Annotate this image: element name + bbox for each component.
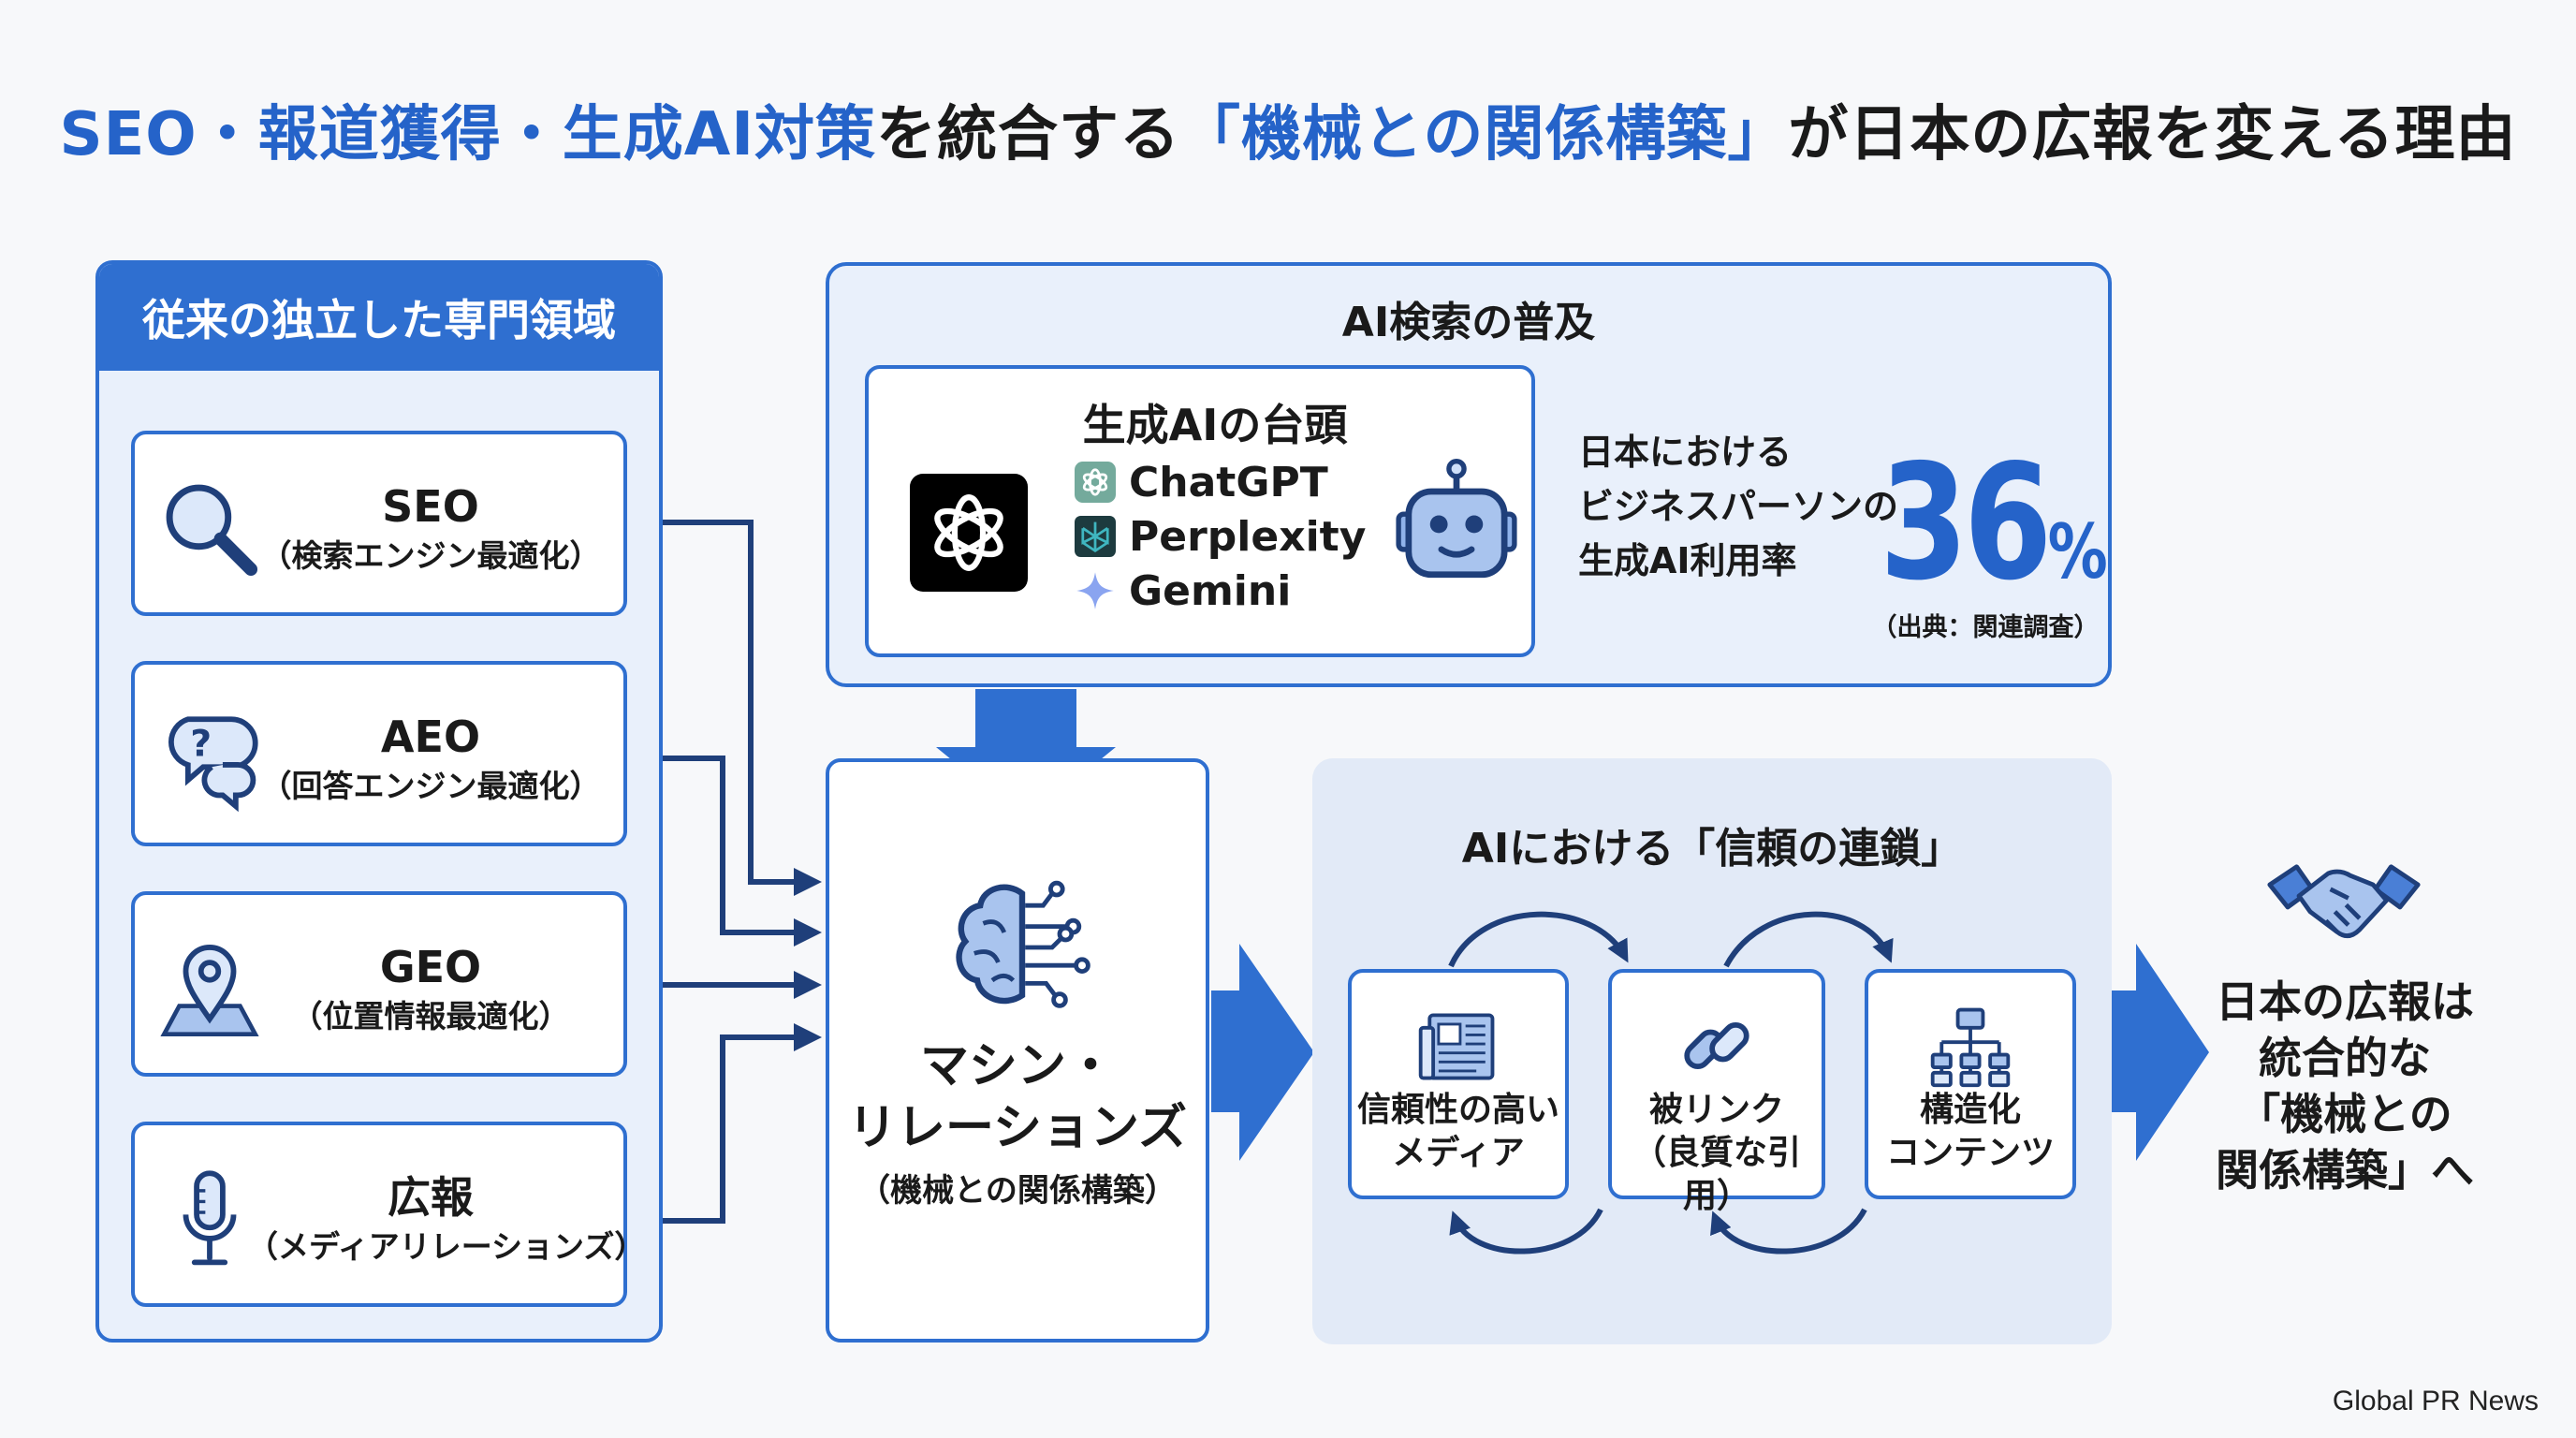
handshake-icon xyxy=(2267,864,2421,938)
trust-label: 構造化 コンテンツ xyxy=(1885,1091,2055,1172)
trust-card-structured: 構造化 コンテンツ xyxy=(1865,969,2076,1199)
trust-card-media: 信頼性の高い メディア xyxy=(1348,969,1569,1199)
usage-rate-source: （出典：関連調査） xyxy=(1871,613,2100,642)
brain-circuit-icon xyxy=(956,880,1090,1008)
usage-rate-line-1: 日本における xyxy=(1578,432,1793,473)
usage-rate-unit: % xyxy=(2047,508,2108,595)
domain-title: GEO xyxy=(379,942,482,992)
trust-card-backlinks: 被リンク （良質な引用） xyxy=(1608,969,1825,1215)
chatgpt-icon xyxy=(1075,462,1116,503)
trust-label: 被リンク （良質な引用） xyxy=(1632,1091,1801,1215)
generative-ai-title: 生成AIの台頭 xyxy=(1082,400,1348,450)
domain-subtitle: （メディアリレーションズ） xyxy=(247,1228,646,1265)
domain-subtitle: （回答エンジン最適化） xyxy=(260,768,601,804)
domain-title: 広報 xyxy=(388,1172,474,1223)
microphone-icon xyxy=(183,1170,237,1266)
trust-chain-title: AIにおける「信頼の連鎖」 xyxy=(1461,825,1963,873)
service-chatgpt: ChatGPT xyxy=(1075,455,1328,509)
search-icon xyxy=(166,484,258,577)
title-part-1: SEO・報道獲得・生成AI対策 xyxy=(59,100,877,169)
usage-rate-value: 36% xyxy=(1880,444,2108,632)
svg-text:?: ? xyxy=(190,723,212,766)
page-title: SEO・報道獲得・生成AI対策を統合する「機械との関係構築」が日本の広報を変える… xyxy=(0,86,2576,170)
machine-relations-subtitle: （機械との関係構築） xyxy=(858,1172,1177,1210)
domain-title: SEO xyxy=(382,481,479,532)
left-panel-header: 従来の独立した専門領域 xyxy=(99,264,659,371)
independent-domains-panel: 従来の独立した専門領域 SEO （検索エンジン最適化） ? AEO （回答エンジ… xyxy=(95,260,663,1343)
openai-logo-icon xyxy=(910,474,1028,592)
link-icon xyxy=(1684,1021,1749,1070)
ai-search-panel: AI検索の普及 生成AIの台頭 ChatGPT Perpl xyxy=(826,262,2112,687)
domain-title: AEO xyxy=(380,712,481,762)
newspaper-icon xyxy=(1418,1013,1495,1080)
gemini-icon xyxy=(1076,572,1114,609)
cycle-arrow-bottom-2 xyxy=(1710,1208,1867,1255)
chat-question-icon: ? xyxy=(168,716,258,813)
trust-cycle-arrows xyxy=(1448,911,1894,1255)
generative-ai-card: 生成AIの台頭 ChatGPT Perplexity xyxy=(865,365,1535,657)
cycle-arrow-top-2 xyxy=(1723,911,1894,968)
conclusion-text: 日本の広報は 統合的な 「機械との 関係構築」へ xyxy=(2216,976,2474,1196)
arrow-right-big-1 xyxy=(1211,944,1314,1161)
footer-credit: Global PR News xyxy=(2332,1386,2539,1416)
machine-relations-card: マシン・ リレーションズ （機械との関係構築） xyxy=(826,758,1209,1343)
service-name: Perplexity xyxy=(1129,512,1367,561)
hierarchy-icon xyxy=(1930,1007,2011,1088)
title-part-2: を統合する xyxy=(876,100,1181,169)
domain-card-pr: 広報 （メディアリレーションズ） xyxy=(131,1122,646,1307)
service-name: Gemini xyxy=(1129,566,1292,615)
perplexity-icon xyxy=(1075,516,1116,557)
map-pin-icon xyxy=(160,945,259,1037)
machine-relations-title: マシン・ リレーションズ xyxy=(848,1038,1187,1156)
domain-card-seo: SEO （検索エンジン最適化） xyxy=(131,431,627,616)
usage-rate-line-3: 生成AI利用率 xyxy=(1578,540,1797,581)
trust-chain-panel: AIにおける「信頼の連鎖」 信頼性の高い メディア xyxy=(1312,758,2112,1344)
domain-subtitle: （検索エンジン最適化） xyxy=(260,537,601,574)
domain-card-aeo: ? AEO （回答エンジン最適化） xyxy=(131,661,627,846)
usage-rate-line-2: ビジネスパーソンの xyxy=(1578,486,1899,527)
usage-rate-number: 36 xyxy=(1880,431,2052,616)
robot-icon xyxy=(1396,459,1517,579)
service-gemini: Gemini xyxy=(1075,564,1291,618)
trust-label: 信頼性の高い メディア xyxy=(1356,1091,1559,1172)
ai-search-title: AI検索の普及 xyxy=(1341,299,1596,346)
usage-rate-label: 日本における ビジネスパーソンの 生成AI利用率 xyxy=(1578,425,1899,588)
title-part-3: 「機械との関係構築」 xyxy=(1180,100,1789,169)
title-part-4: が日本の広報を変える理由 xyxy=(1788,100,2517,169)
service-perplexity: Perplexity xyxy=(1075,509,1366,564)
domain-subtitle: （位置情報最適化） xyxy=(291,998,570,1034)
cycle-arrow-top-1 xyxy=(1448,911,1629,968)
cycle-arrow-bottom-1 xyxy=(1449,1208,1603,1255)
service-name: ChatGPT xyxy=(1129,458,1328,506)
domain-card-geo: GEO （位置情報最適化） xyxy=(131,891,627,1077)
